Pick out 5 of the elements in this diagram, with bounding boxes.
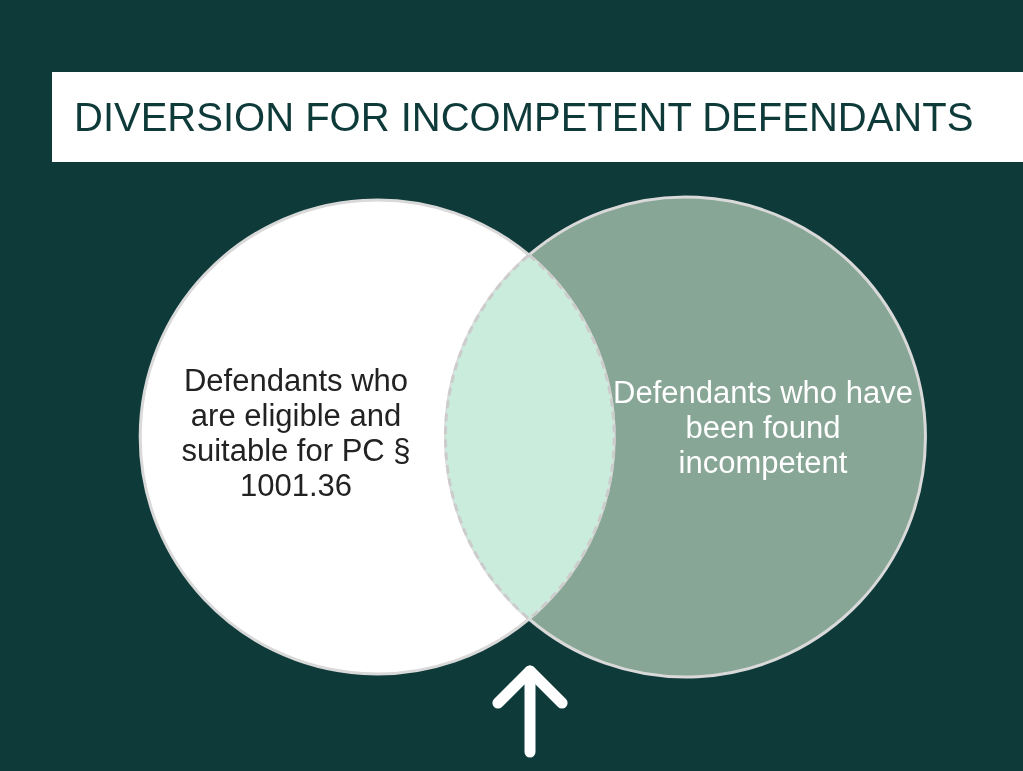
title-banner: DIVERSION FOR INCOMPETENT DEFENDANTS (52, 72, 1023, 162)
overlap-region (443, 253, 616, 621)
set-label: Defendants who are eligible and suitable for PC § 1001.36 (180, 363, 412, 503)
set-label: Defendants who have been found incompetent (613, 375, 913, 480)
arrow (492, 665, 568, 758)
